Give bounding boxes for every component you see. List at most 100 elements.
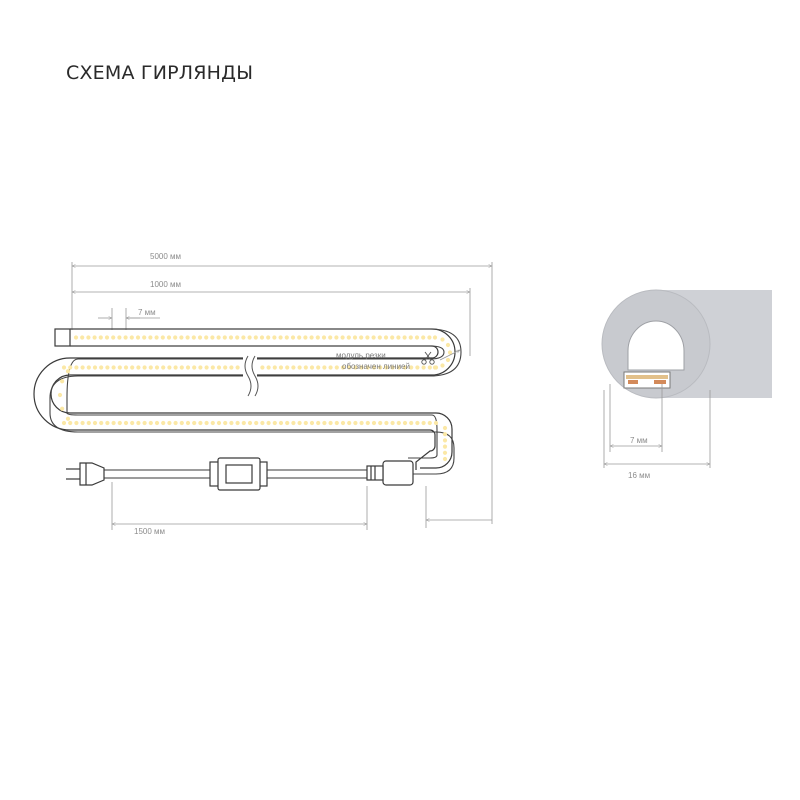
led-dot — [197, 335, 203, 340]
dimension-pitch — [98, 308, 160, 330]
led-dot — [92, 335, 97, 340]
led-dot — [154, 335, 159, 340]
led-dot — [322, 420, 327, 426]
led-dot — [334, 420, 339, 426]
led-dot — [229, 365, 234, 370]
led-dot — [74, 420, 79, 426]
cut-note-line2: обозначен линией — [342, 362, 410, 371]
led-dot — [390, 335, 395, 340]
led-dot — [396, 420, 401, 426]
dimension-total — [71, 262, 493, 524]
led-dot — [409, 365, 414, 370]
led-dot — [322, 365, 327, 370]
led-dot — [421, 335, 426, 340]
led-dot — [328, 420, 333, 426]
led-dot — [352, 335, 358, 340]
led-dot — [192, 365, 197, 370]
led-dot — [191, 335, 196, 340]
led-dot — [80, 335, 85, 340]
dimension-module — [72, 288, 471, 356]
led-dot — [129, 335, 134, 340]
led-dot — [371, 420, 377, 426]
led-dot — [130, 365, 135, 370]
led-dot — [278, 335, 283, 340]
led-dot — [442, 432, 448, 437]
led-dot — [123, 420, 129, 426]
led-dot — [440, 337, 445, 342]
power-adapter-icon — [209, 457, 268, 491]
led-dot — [396, 365, 401, 370]
led-dot — [161, 420, 166, 426]
led-dot — [210, 365, 215, 370]
led-dot — [136, 365, 141, 370]
led-dot — [173, 420, 178, 426]
led-dot — [427, 335, 432, 340]
led-dot — [204, 420, 209, 426]
led-dot — [99, 420, 104, 426]
led-dot — [210, 335, 215, 340]
led-dot — [185, 420, 191, 426]
led-dot — [328, 365, 333, 370]
profile-cross-section — [601, 289, 772, 399]
led-dot — [347, 365, 352, 370]
led-dot — [328, 335, 333, 340]
led-dot — [160, 335, 165, 340]
led-dot — [123, 335, 128, 340]
led-dot — [284, 335, 289, 340]
led-dot — [303, 365, 308, 370]
led-dot — [65, 369, 71, 374]
led-dot — [235, 335, 240, 340]
led-dot — [442, 425, 448, 431]
led-dot — [117, 335, 122, 340]
led-dot — [135, 335, 141, 340]
led-dot — [148, 335, 153, 340]
led-dot — [365, 365, 370, 370]
led-dots — [57, 335, 453, 462]
led-dot — [98, 335, 103, 340]
led-dot — [167, 420, 172, 426]
led-dot — [92, 365, 98, 370]
led-dot — [316, 365, 321, 370]
led-dot — [272, 335, 277, 340]
led-dot — [216, 420, 222, 426]
led-dot — [359, 420, 364, 426]
pitch-label: 7 мм — [138, 308, 156, 317]
led-dot — [409, 420, 414, 426]
led-dot — [266, 420, 271, 426]
led-dot — [136, 420, 141, 426]
led-dot — [154, 365, 160, 370]
led-dot — [315, 335, 320, 340]
led-dot — [254, 420, 259, 426]
page-title: СХЕМА ГИРЛЯНДЫ — [66, 62, 254, 84]
led-dot — [65, 416, 71, 421]
led-dot — [179, 335, 184, 340]
inner-width-label: 7 мм — [630, 436, 648, 445]
led-dot — [198, 365, 203, 370]
led-dot — [216, 335, 221, 340]
led-dot — [60, 379, 65, 384]
led-dot — [278, 420, 284, 426]
led-dot — [303, 335, 308, 340]
led-dot — [222, 335, 227, 340]
led-dot — [247, 420, 253, 426]
led-dot — [365, 420, 370, 426]
led-dot — [447, 350, 453, 355]
led-dot — [347, 420, 352, 426]
led-dot — [353, 420, 358, 426]
led-dot — [353, 365, 358, 370]
led-dot — [272, 420, 277, 426]
led-dot — [414, 335, 420, 340]
led-dot — [68, 420, 73, 426]
led-dot — [80, 420, 85, 426]
led-dot — [167, 365, 172, 370]
led-dot — [223, 365, 228, 370]
led-dot — [421, 420, 426, 426]
led-dot — [241, 420, 246, 426]
led-dot — [359, 335, 364, 340]
led-dot — [290, 335, 296, 340]
led-dot — [148, 420, 153, 426]
led-dot — [303, 420, 308, 426]
led-dot — [204, 335, 209, 340]
led-dot — [259, 335, 265, 340]
led-dot — [117, 420, 122, 426]
